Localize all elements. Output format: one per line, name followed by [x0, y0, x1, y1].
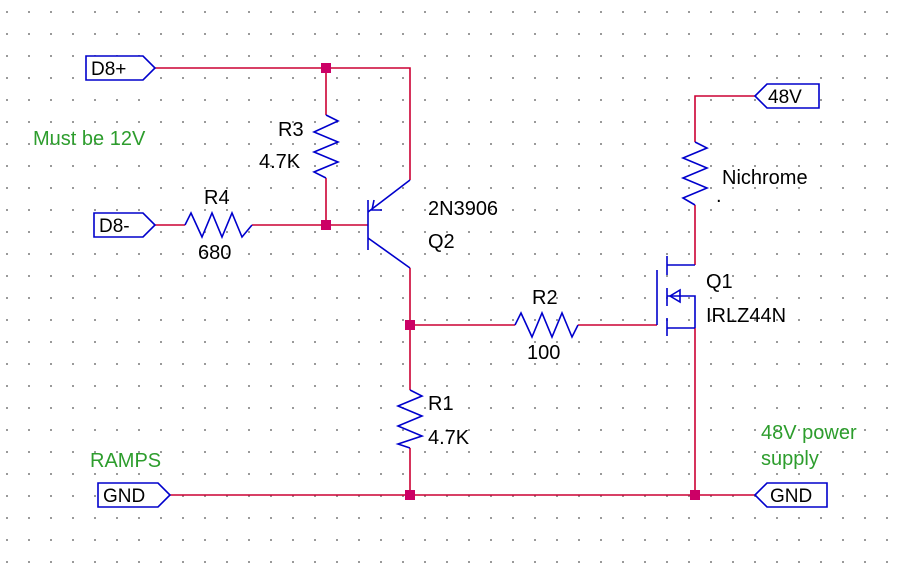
port-48v-outline	[753, 83, 820, 109]
transistor-q2: 2N3906 Q2	[367, 179, 498, 269]
port-gnd-right-label: GND	[770, 486, 812, 507]
q1-body-lead	[667, 295, 696, 328]
note-ramps: RAMPS	[90, 450, 161, 472]
junction-d8plus	[321, 63, 331, 73]
transistor-q2-ref: Q2	[428, 231, 455, 253]
resistor-r2-ref: R2	[532, 287, 558, 309]
port-gnd-left: GND	[97, 482, 172, 508]
port-gnd-left-outline	[97, 482, 172, 508]
port-d8-plus-label: D8+	[91, 59, 126, 80]
transistor-q2-value: 2N3906	[428, 198, 498, 220]
q2-emitter-lead	[367, 179, 411, 213]
junction-collector	[405, 320, 415, 330]
q1-body-arrow	[668, 288, 681, 304]
wire-d8plus-rail	[155, 67, 411, 180]
resistor-r4: R4 680	[184, 187, 253, 264]
q2-collector-lead	[367, 237, 411, 269]
port-48v-label: 48V	[768, 87, 802, 108]
port-gnd-right-outline	[753, 482, 828, 508]
resistor-r1-value: 4.7K	[428, 427, 470, 449]
resistor-nichrome-ref: Nichrome	[722, 167, 808, 189]
port-d8-minus-outline	[93, 212, 157, 238]
resistor-r4-value: 680	[198, 242, 231, 264]
resistor-r3-ref: R3	[278, 119, 304, 141]
junction-gnd-left	[405, 490, 415, 500]
wire-48v-nichrome	[694, 95, 755, 142]
resistor-r3-value: 4.7K	[259, 151, 301, 173]
resistor-r1-symbol	[395, 389, 425, 449]
resistor-r1-ref: R1	[428, 393, 454, 415]
resistor-r3-symbol	[311, 114, 341, 179]
port-d8-minus: D8-	[93, 212, 157, 238]
resistor-r4-symbol	[184, 210, 253, 240]
annotations: Must be 12V RAMPS 48V power supply	[33, 128, 857, 472]
port-d8-plus: D8+	[85, 55, 157, 81]
junction-gnd-right	[690, 490, 700, 500]
resistor-nichrome-symbol	[680, 141, 710, 206]
resistor-nichrome-mark: .	[716, 185, 722, 207]
resistor-r4-ref: R4	[204, 187, 230, 209]
note-must-be-12v: Must be 12V	[33, 128, 146, 150]
port-gnd-right: GND	[753, 482, 828, 508]
resistor-r2-value: 100	[527, 342, 560, 364]
port-d8-plus-outline	[85, 55, 157, 81]
mosfet-q1-ref: Q1	[706, 271, 733, 293]
port-gnd-left-label: GND	[103, 486, 145, 507]
resistor-r2: R2 100	[514, 287, 579, 364]
note-psu-line2: supply	[761, 448, 819, 470]
note-psu-line1: 48V power	[761, 422, 857, 444]
mosfet-q1: Q1 IRLZ44N	[656, 256, 786, 336]
resistor-r2-symbol	[514, 310, 579, 340]
resistor-r3: R3 4.7K	[259, 114, 341, 179]
port-48v: 48V	[753, 83, 820, 109]
resistor-nichrome: Nichrome .	[680, 141, 808, 207]
resistor-r1: R1 4.7K	[395, 389, 470, 449]
q2-emitter-arrow	[371, 199, 382, 211]
junctions	[321, 63, 700, 500]
port-d8-minus-label: D8-	[99, 216, 130, 237]
mosfet-q1-value: IRLZ44N	[706, 305, 786, 327]
junction-base	[321, 220, 331, 230]
